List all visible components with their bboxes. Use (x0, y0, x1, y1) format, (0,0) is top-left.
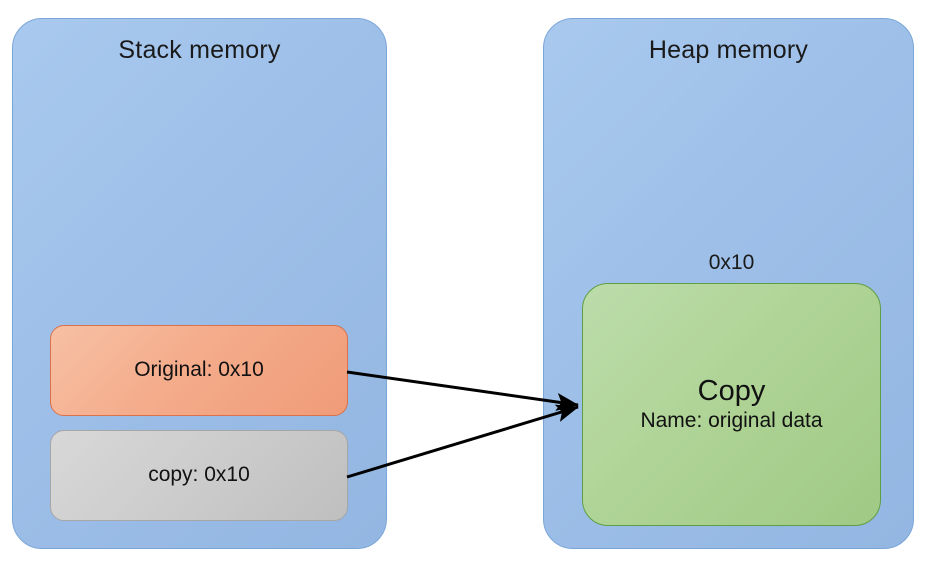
stack-cell-original-label: Original: 0x10 (134, 358, 264, 382)
stack-cell-copy[interactable]: copy: 0x10 (50, 430, 348, 521)
heap-object-title: Copy (697, 374, 766, 407)
stack-memory-title: Stack memory (118, 36, 281, 64)
heap-memory-title: Heap memory (648, 36, 809, 64)
stack-cell-copy-label: copy: 0x10 (148, 463, 250, 487)
heap-object-field-name: Name: original data (640, 409, 823, 433)
stack-cell-original[interactable]: Original: 0x10 (50, 325, 348, 416)
heap-address-label: 0x10 (708, 251, 755, 274)
heap-object-copy[interactable]: Copy Name: original data (582, 283, 881, 526)
